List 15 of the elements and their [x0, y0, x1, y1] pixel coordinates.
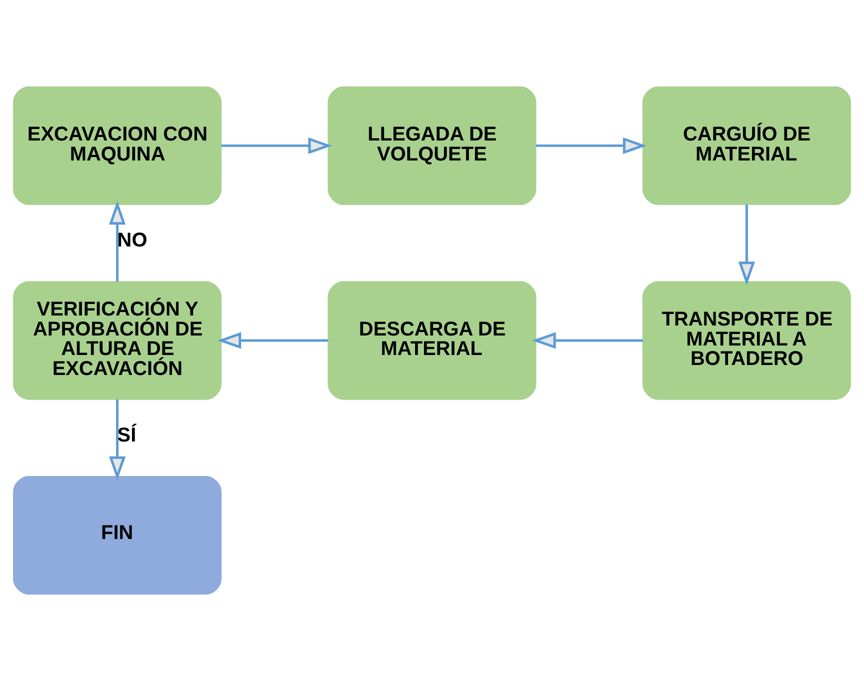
edge-label: NO — [117, 229, 148, 252]
arrow — [221, 136, 332, 154]
arrow — [738, 204, 756, 285]
node-box: CARGUÍO DE MATERIAL — [642, 86, 851, 204]
arrow — [217, 332, 328, 348]
node-box: FIN — [13, 476, 222, 594]
arrow — [536, 136, 647, 154]
node-box: DESCARGA DE MATERIAL — [328, 280, 536, 400]
node-box: VERIFICACIÓN Y APROBACIÓN DE ALTURA DE EXCAVACIÓN — [13, 280, 222, 400]
node-box: EXCAVACION CON MAQUINA — [13, 86, 222, 204]
node-box: LLEGADA DE VOLQUETE — [328, 86, 536, 204]
arrow — [108, 200, 126, 282]
arrow — [108, 398, 126, 480]
arrow — [532, 332, 643, 348]
node-box: TRANSPORTE DE MATERIAL A BOTADERO — [642, 280, 851, 400]
